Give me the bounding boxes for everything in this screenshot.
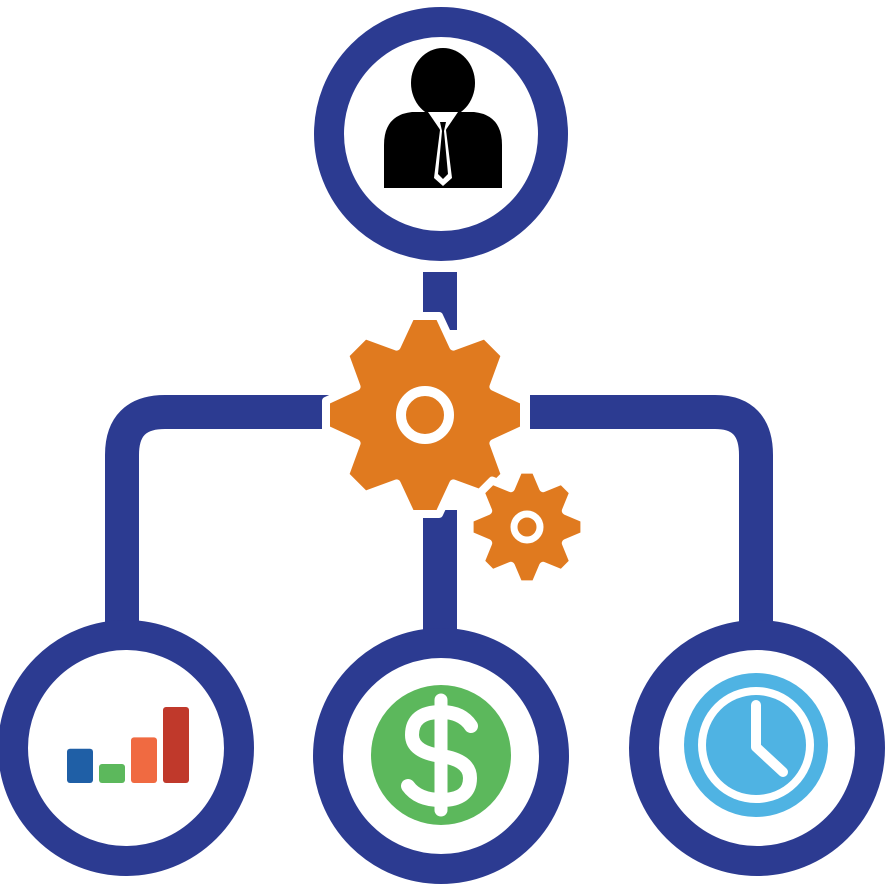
connector-left-branch bbox=[105, 395, 340, 625]
large-gear-hub bbox=[396, 386, 454, 444]
person-with-tie-icon bbox=[384, 48, 502, 188]
bar-1 bbox=[67, 748, 93, 783]
gears bbox=[322, 312, 589, 589]
top-node bbox=[314, 7, 568, 261]
bar-chart-icon bbox=[67, 707, 189, 783]
small-gear-icon bbox=[465, 465, 589, 589]
large-gear-icon bbox=[322, 312, 528, 518]
dollar-icon bbox=[371, 685, 511, 825]
bottom-node-chart bbox=[0, 620, 254, 876]
small-gear-hub bbox=[510, 510, 544, 544]
bar-2 bbox=[99, 764, 125, 783]
chart-node-ring bbox=[0, 620, 254, 876]
bottom-node-dollar bbox=[313, 628, 569, 884]
clock-icon bbox=[684, 673, 828, 817]
bar-4 bbox=[163, 707, 189, 783]
bottom-node-clock bbox=[629, 620, 885, 876]
connector-right-branch bbox=[530, 395, 773, 625]
bar-3 bbox=[131, 737, 157, 783]
